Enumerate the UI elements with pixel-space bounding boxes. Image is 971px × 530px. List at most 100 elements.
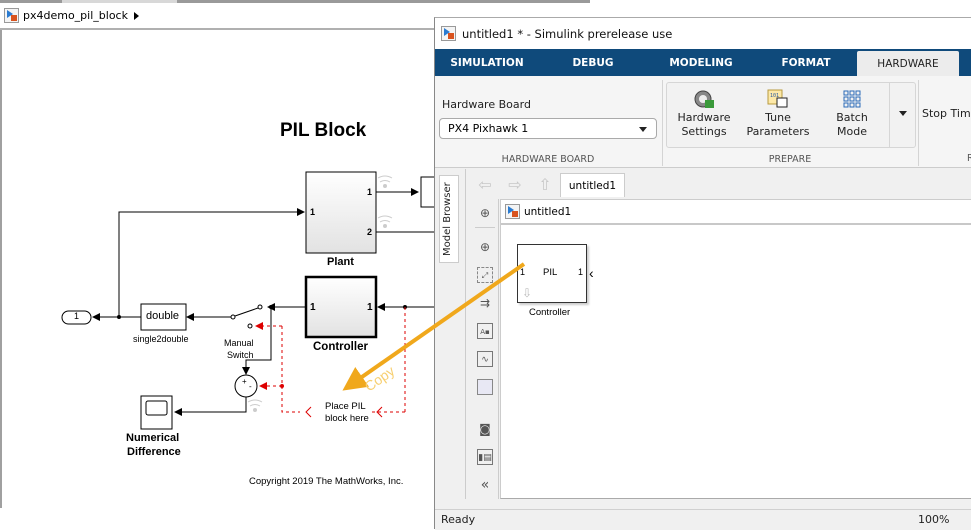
next-section-label: R [967,153,971,164]
window-title: untitled1 * - Simulink prerelease use [462,26,673,41]
pil-block[interactable]: 1 PIL 1 ⇩ [517,244,587,303]
window-top-strip [0,0,590,3]
hardware-settings-label-2: Settings [681,125,727,138]
controller-block[interactable] [304,275,378,339]
tune-parameters-icon: 101 [767,89,789,109]
plant-label: Plant [327,256,354,268]
tune-parameters-label-2: Parameters [746,125,810,138]
plant-block[interactable] [305,171,377,254]
wire-feedback [118,208,305,317]
model-canvas[interactable]: untitled1 1 PIL 1 ⇩ ‹ Controller [500,199,971,499]
annotation-icon[interactable]: A▪ [477,323,493,339]
prepare-section: PREPARE [662,76,918,168]
model-browser-tab[interactable]: Model Browser [439,175,459,263]
screenshot-camera-icon[interactable]: ◙ [479,422,491,436]
svg-text:101: 101 [770,93,779,99]
simulink-icon [441,26,456,41]
batch-mode-button[interactable]: Batch Mode [817,83,887,149]
hardware-settings-label-1: Hardware [677,111,731,124]
title-bar: untitled1 * - Simulink prerelease use [435,18,971,49]
signal-arrows-icon[interactable]: ⇉ [479,296,491,310]
chevron-down-icon [899,111,907,116]
property-inspector-icon[interactable]: ▮▤ [477,449,493,465]
single2double-block[interactable] [140,303,187,331]
pil-out-port: 1 [577,267,583,277]
prepare-section-label: PREPARE [768,154,812,165]
hardware-board-label: Hardware Board [442,98,531,111]
outport-number: 1 [74,311,80,321]
stop-time-label: Stop Time [922,107,971,120]
more-options-button[interactable] [889,83,916,147]
breadcrumb: px4demo_pil_block [0,3,435,30]
model-icon [4,8,19,23]
up-arrow-icon[interactable]: ⇧ [538,175,552,194]
collapse-palette-icon[interactable]: « [480,477,490,493]
forward-arrow-icon[interactable]: ⇨ [508,175,522,194]
model-tab[interactable]: untitled1 [560,173,625,197]
pil-block-text: PIL [543,267,558,278]
plant-out-port-2: 2 [367,227,373,237]
gear-chip-icon [693,89,715,109]
area-icon[interactable] [477,379,493,395]
tab-format[interactable]: FORMAT [781,56,831,69]
hardware-board-select[interactable]: PX4 Pixhawk 1 [439,118,657,139]
tune-parameters-label-1: Tune [765,111,791,124]
tab-debug[interactable]: DEBUG [572,56,614,69]
tab-hardware[interactable]: HARDWARE [857,51,959,76]
hide-explorer-icon[interactable]: ⊕ [479,206,491,220]
navigation-buttons: ⇦ ⇨ ⇧ [475,173,565,197]
canvas-breadcrumb-link[interactable]: untitled1 [524,205,572,218]
sum-minus: - [249,382,252,391]
fit-to-view-icon[interactable]: ⤢ [477,267,493,283]
manual-switch-label-1: Manual [224,338,254,348]
editor-body: Model Browser ⇦ ⇨ ⇧ untitled1 ⊕ ⊕ ⤢ ⇉ A▪… [435,169,971,509]
tab-simulation[interactable]: SIMULATION [450,56,524,69]
pil-in-port: 1 [520,267,526,277]
diagram-wires [61,171,440,430]
canvas-breadcrumb: untitled1 [501,200,971,225]
tab-modeling[interactable]: MODELING [669,56,733,69]
ribbon: Hardware Board PX4 Pixhawk 1 HARDWARE BO… [435,76,971,168]
model-icon [505,204,520,219]
hardware-settings-button[interactable]: Hardware Settings [669,83,739,149]
manual-switch-block[interactable] [230,304,263,329]
down-arrow-icon: ⇩ [522,286,533,300]
model-browser-label: Model Browser [442,182,453,256]
plant-in-port: 1 [310,207,316,217]
single2double-text: double [146,310,180,322]
single2double-label: single2double [133,334,189,344]
manual-switch-label-2: Switch [227,350,254,360]
zoom-level: 100% [918,513,950,526]
panel-divider[interactable] [465,169,466,499]
tune-parameters-button[interactable]: 101 Tune Parameters [743,83,813,149]
status-text: Ready [441,513,476,526]
hardware-board-section-label: HARDWARE BOARD [501,154,595,165]
hardware-board-section: Hardware Board PX4 Pixhawk 1 HARDWARE BO… [435,76,661,168]
outport-block[interactable] [61,310,92,325]
block-palette: ⊕ ⊕ ⤢ ⇉ A▪ ∿ ◙ ▮▤ « [471,199,499,499]
breadcrumb-expand-icon[interactable] [133,11,139,20]
placeholder-text-2: block here [325,413,369,424]
zoom-in-icon[interactable]: ⊕ [479,240,491,254]
diagram-canvas[interactable]: PIL Block 1 1 2 Plant 1 1 Controller dou… [0,0,440,510]
scope-label-2: Difference [127,446,181,458]
unconnected-port-icon: ‹ [589,265,594,281]
batch-mode-label-1: Batch [836,111,868,124]
controller-out-port: 1 [367,302,373,313]
prepare-buttons: Hardware Settings 101 Tune Parameters Ba… [666,82,916,148]
placeholder-text-1: Place PIL [325,401,366,412]
ribbon-tabs: SIMULATION DEBUG MODELING FORMAT HARDWAR… [435,49,971,76]
copyright-text: Copyright 2019 The MathWorks, Inc. [249,476,404,487]
window-left-edge [0,30,2,508]
breadcrumb-model-link[interactable]: px4demo_pil_block [23,9,128,22]
signal-log-icon [247,175,393,412]
diagram-title: PIL Block [280,120,367,141]
controller-in-port: 1 [310,302,316,313]
chevron-down-icon [639,127,647,132]
controller-label: Controller [313,341,368,353]
back-arrow-icon[interactable]: ⇦ [478,175,492,194]
batch-mode-icon [841,89,863,109]
pil-block-caption: Controller [529,307,571,318]
simulink-window: untitled1 * - Simulink prerelease use SI… [434,17,971,530]
image-icon[interactable]: ∿ [477,351,493,367]
